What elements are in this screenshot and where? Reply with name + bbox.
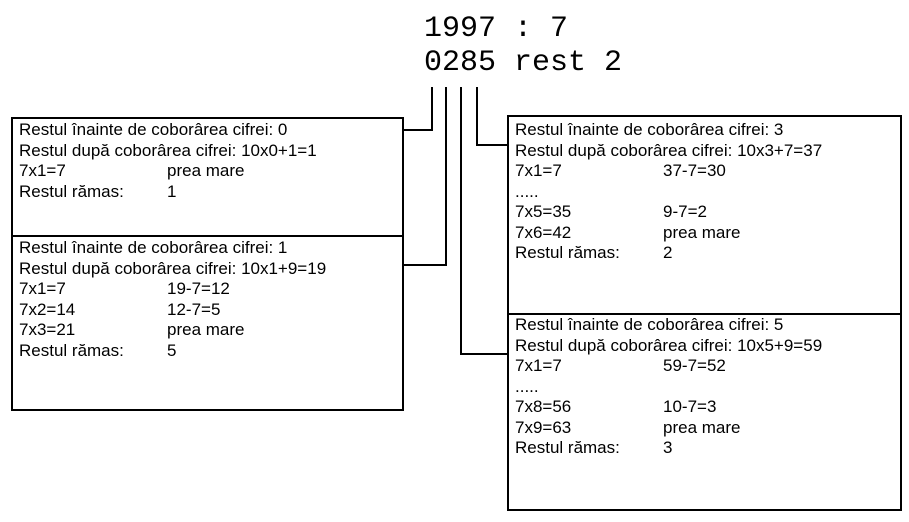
step-line: Restul înainte de coborârea cifrei: 1 [19, 238, 402, 259]
step-result: prea mare [663, 222, 741, 242]
step-line: ..... [515, 377, 900, 398]
step-line: 7x1=7 37-7=30 [515, 161, 900, 182]
connector-digit-2 [404, 87, 447, 266]
step-line: ..... [515, 182, 900, 203]
step-text: Restul rămas: [19, 181, 124, 201]
step-line: 7x1=7 prea mare [19, 161, 402, 182]
connector-digit-0 [404, 87, 433, 131]
step-result: 59-7=52 [663, 356, 726, 375]
step-result: 19-7=12 [167, 279, 230, 298]
step-text: ..... [515, 376, 539, 396]
step-text: Restul rămas: [515, 438, 620, 457]
step-line: Restul înainte de coborârea cifrei: 0 [19, 120, 402, 141]
step-line: Restul după coborârea cifrei: 10x5+9=59 [515, 336, 900, 357]
step-result: 3 [663, 438, 673, 457]
step-text: 7x1=7 [515, 356, 562, 375]
division-expression: 1997 : 7 [424, 12, 569, 46]
step-text: 7x6=42 [515, 222, 572, 242]
step-line: 7x1=7 19-7=12 [19, 279, 402, 300]
step-text: Restul înainte de coborârea cifrei: 5 [515, 315, 784, 334]
step-line: Restul rămas: 5 [19, 341, 402, 362]
step-result: 1 [167, 181, 177, 201]
step-line: Restul rămas: 3 [515, 438, 900, 459]
step-result: 2 [663, 243, 673, 262]
step-text: 7x8=56 [515, 397, 572, 416]
step-text: Restul înainte de coborârea cifrei: 0 [19, 120, 288, 139]
step-result: 10-7=3 [663, 397, 717, 416]
division-result: 0285 rest 2 [424, 46, 623, 80]
step-line: 7x3=21 prea mare [19, 320, 402, 341]
step-line: Restul după coborârea cifrei: 10x3+7=37 [515, 141, 900, 162]
step-text: Restul după coborârea cifrei: 10x1+9=19 [19, 258, 327, 278]
step-result: 12-7=5 [167, 299, 221, 319]
step-result: prea mare [663, 417, 741, 437]
step-line: Restul după coborârea cifrei: 10x1+9=19 [19, 259, 402, 280]
step-text: 7x1=7 [19, 279, 66, 298]
connector-digit-5 [476, 87, 507, 146]
step-line: 7x1=7 59-7=52 [515, 356, 900, 377]
step-line: Restul rămas: 1 [19, 182, 402, 203]
step-line: 7x9=63 prea mare [515, 418, 900, 439]
step-text: Restul după coborârea cifrei: 10x5+9=59 [515, 335, 823, 355]
step-text: Restul după coborârea cifrei: 10x0+1=1 [19, 140, 317, 160]
step-text: 7x5=35 [515, 202, 572, 221]
step-text: 7x2=14 [19, 299, 76, 319]
step-line: 7x6=42 prea mare [515, 223, 900, 244]
step-text: 7x9=63 [515, 417, 572, 437]
step-line: Restul înainte de coborârea cifrei: 5 [515, 315, 900, 336]
step-line: 7x8=56 10-7=3 [515, 397, 900, 418]
step-text: 7x3=21 [19, 320, 76, 339]
step-line: Restul rămas: 2 [515, 243, 900, 264]
step-result: prea mare [167, 161, 245, 180]
step-result: 9-7=2 [663, 202, 707, 221]
step-result: prea mare [167, 320, 245, 339]
step-line: 7x5=35 9-7=2 [515, 202, 900, 223]
step-line: Restul înainte de coborârea cifrei: 3 [515, 120, 900, 141]
step-result: 37-7=30 [663, 161, 726, 180]
step-text: Restul rămas: [515, 243, 620, 262]
step-text: Restul înainte de coborârea cifrei: 3 [515, 120, 784, 139]
step-text: Restul înainte de coborârea cifrei: 1 [19, 238, 288, 257]
step-text: 7x1=7 [19, 161, 66, 180]
step-result: 5 [167, 340, 177, 360]
step-line: 7x2=14 12-7=5 [19, 300, 402, 321]
step-text: 7x1=7 [515, 161, 562, 180]
step-text: Restul după coborârea cifrei: 10x3+7=37 [515, 140, 823, 160]
step-line: Restul după coborârea cifrei: 10x0+1=1 [19, 141, 402, 162]
step-text: Restul rămas: [19, 340, 124, 360]
step-text: ..... [515, 181, 539, 201]
connector-digit-8 [460, 87, 507, 355]
